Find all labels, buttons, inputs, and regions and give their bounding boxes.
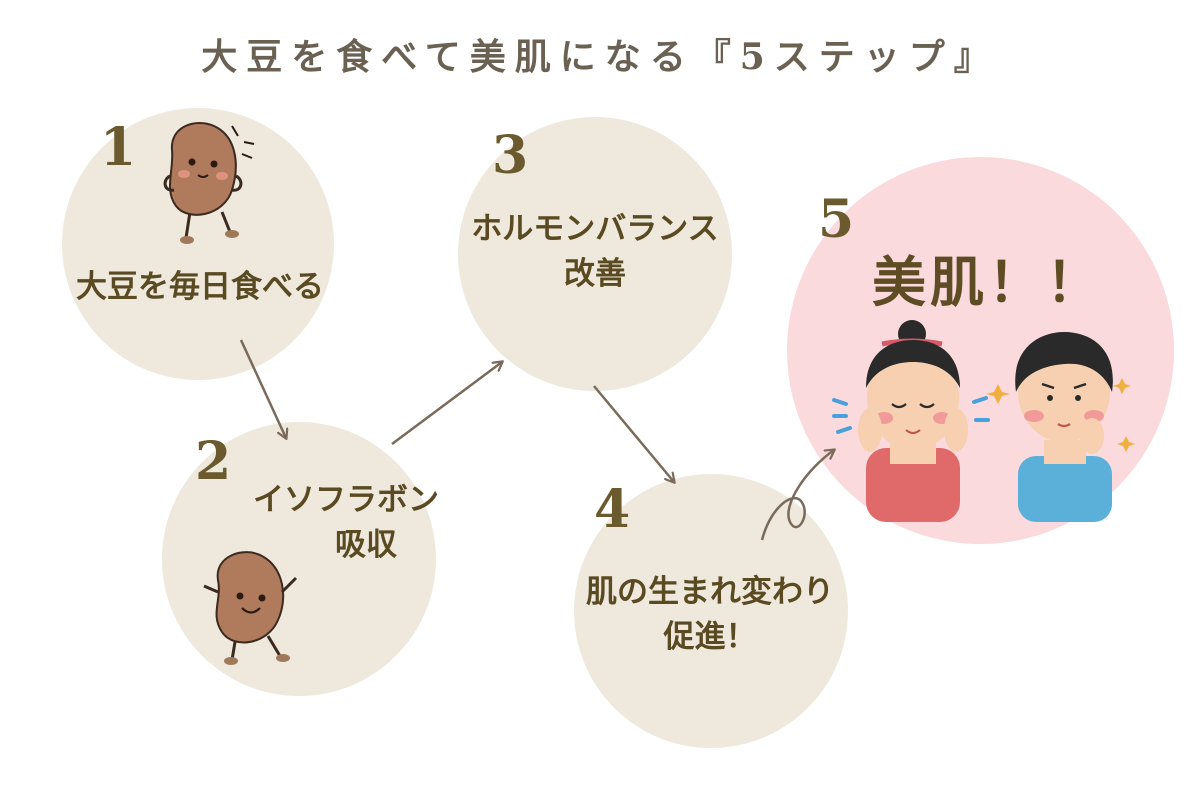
step-2-line2: 吸収 <box>335 526 397 563</box>
step-4-number: 4 <box>594 479 631 540</box>
step-1-text: 大豆を毎日食べる <box>50 265 350 310</box>
arrow-2-to-3 <box>391 362 502 446</box>
step-4-text: 肌の生まれ変わり 促進！ <box>560 570 860 660</box>
step-4-line2: 促進！ <box>663 618 757 655</box>
step-3-circle <box>458 117 732 391</box>
page-title: 大豆を食べて美肌になる『5ステップ』 <box>201 36 999 78</box>
step-5-text: 美肌！！ <box>872 251 1104 314</box>
girl-face-icon <box>832 320 990 522</box>
arrow-1-to-2 <box>239 339 286 438</box>
step-5-number: 5 <box>818 189 855 250</box>
step-2-text: イソフラボン 吸収 <box>216 478 476 568</box>
step-2-number: 2 <box>195 431 232 492</box>
step-2-circle <box>162 422 436 696</box>
step-4-line1: 肌の生まれ変わり <box>586 574 834 610</box>
step-3-line2: 改善 <box>564 255 626 292</box>
boy-face-icon <box>986 332 1135 522</box>
step-3-text: ホルモンバランス 改善 <box>445 207 745 297</box>
step-3-line1: ホルモンバランス <box>471 211 719 247</box>
bean-character-icon-2 <box>203 551 298 665</box>
arrow-4-to-5 <box>760 450 834 541</box>
step-1-number: 1 <box>100 117 137 178</box>
step-1-line1: 大豆を毎日食べる <box>76 269 324 305</box>
bean-character-icon <box>163 122 255 244</box>
arrow-3-to-4 <box>593 385 674 482</box>
step-3-number: 3 <box>492 125 529 186</box>
step-2-line1: イソフラボン <box>253 482 439 518</box>
